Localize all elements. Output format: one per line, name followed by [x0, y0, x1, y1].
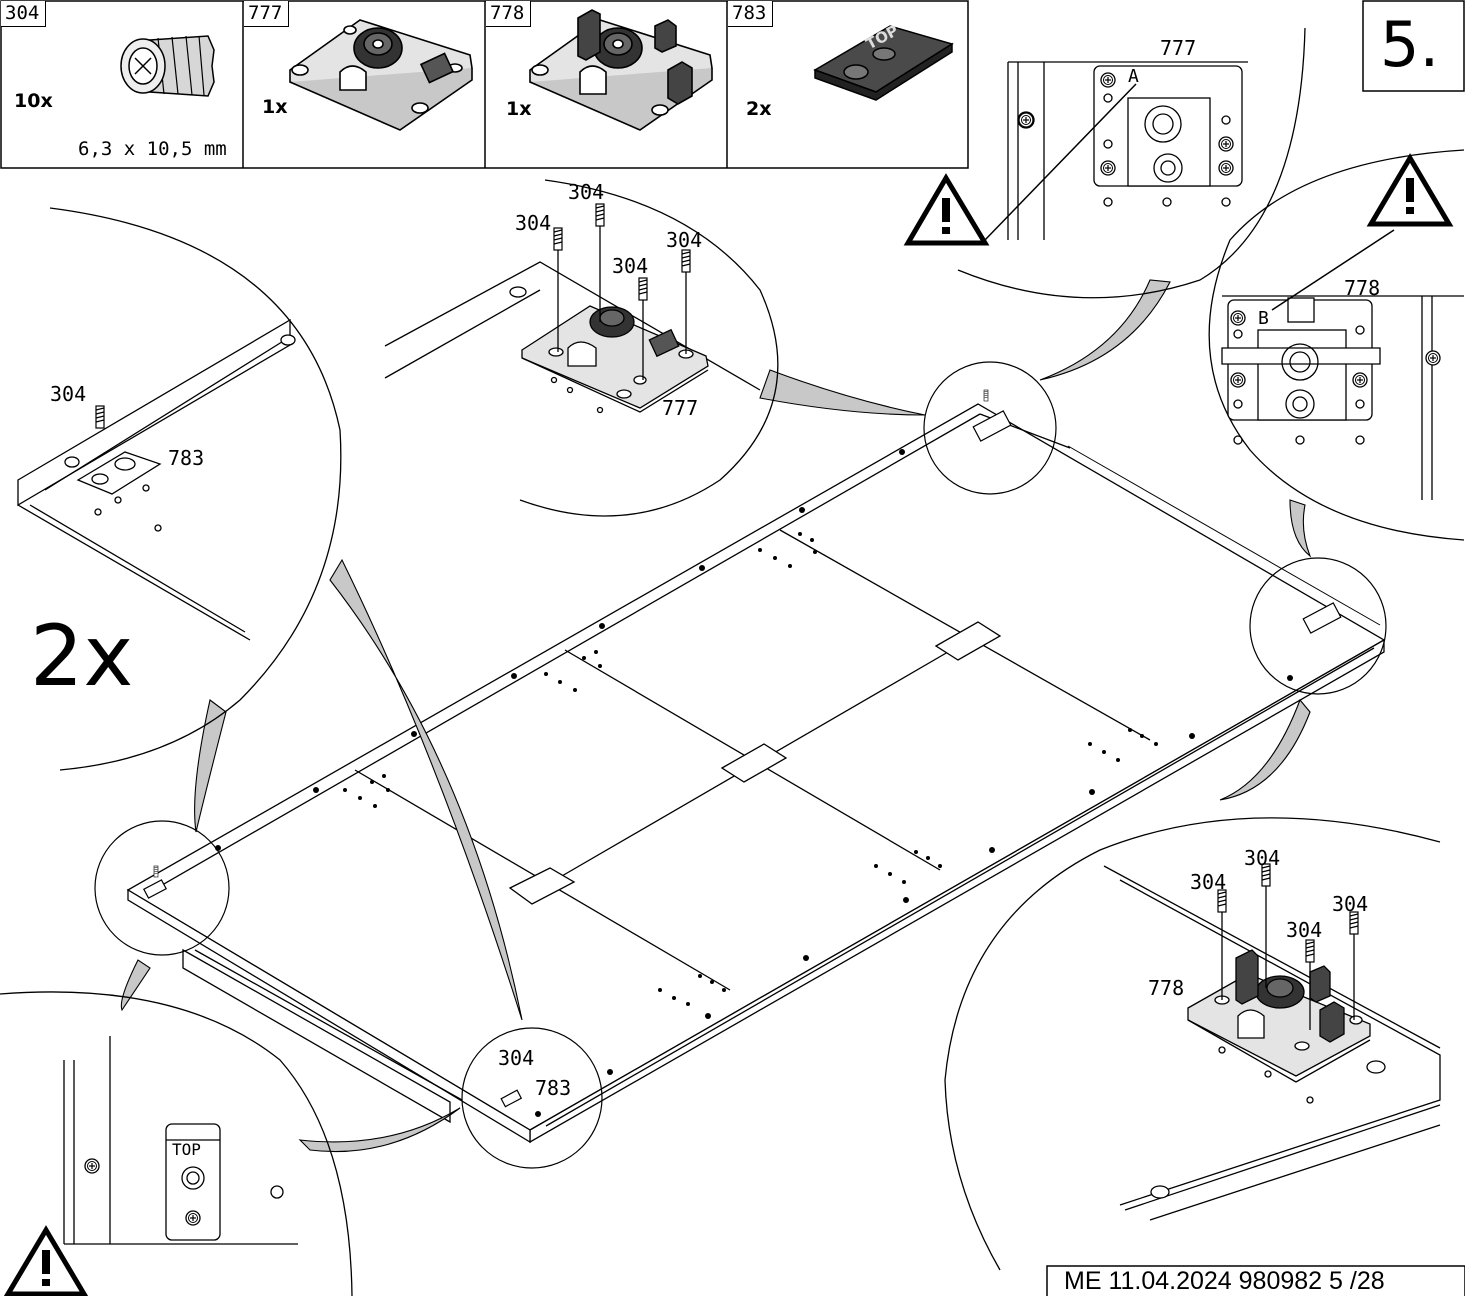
part-778-qty: 1x	[506, 98, 532, 120]
screw-777-3	[1218, 160, 1234, 176]
screw-777-2	[1100, 160, 1116, 176]
part-783-qty: 2x	[746, 98, 772, 120]
screw-778-1	[1230, 310, 1246, 326]
detail-778-topview	[1208, 149, 1465, 541]
callout-304-k: 304	[612, 254, 649, 278]
part-304-image	[120, 35, 215, 97]
insert-304-e	[681, 249, 691, 273]
part-783-image: TOP	[813, 21, 954, 101]
detail-777-corner	[384, 179, 779, 517]
main-panel	[126, 403, 1386, 1144]
footer-text: ME 11.04.2024 980982 5 /28	[1064, 1267, 1385, 1295]
detail-777-title: 777	[1160, 36, 1197, 60]
part-777-image	[289, 19, 473, 131]
detail-777-topview	[957, 27, 1306, 299]
callout-304-i: 304	[1286, 918, 1323, 942]
screw-783-1	[84, 1158, 100, 1174]
callout-778: 778	[1148, 976, 1185, 1000]
insert-small-1	[153, 865, 159, 878]
callout-304-f: 304	[498, 1046, 535, 1070]
detail-783-topview	[0, 991, 353, 1296]
detail-777-marker: A	[1128, 66, 1139, 87]
part-304-size: 6,3 x 10,5 mm	[78, 138, 227, 160]
insert-304-c	[595, 203, 605, 227]
step-number: 5.	[1380, 8, 1440, 81]
callout-304-j: 304	[1332, 892, 1369, 916]
parts-header	[0, 0, 969, 169]
callout-777: 777	[662, 396, 699, 420]
callout-304-b: 304	[568, 180, 605, 204]
detail-778-corner	[944, 817, 1441, 1271]
callout-783-f: 783	[535, 1076, 572, 1100]
callout-304-a: 304	[50, 382, 87, 406]
part-304-id: 304	[1, 1, 47, 27]
repeat-count: 2x	[30, 607, 134, 705]
callout-304-d: 304	[666, 228, 703, 252]
top-plate-text: TOP	[172, 1140, 201, 1159]
warning-triangle-icon	[903, 173, 990, 246]
warning-triangle-icon-2	[1366, 153, 1454, 227]
part-777-qty: 1x	[262, 96, 288, 118]
screw-777-4	[1218, 136, 1234, 152]
insert-304-d	[638, 277, 648, 301]
panel-holes	[215, 449, 1293, 1117]
callout-304-c: 304	[515, 211, 552, 235]
insert-304-a	[95, 405, 105, 429]
insert-304-b	[553, 227, 563, 251]
footer-box	[1046, 1265, 1465, 1296]
screw-783-2	[185, 1210, 201, 1226]
detail-778-title: 778	[1344, 276, 1381, 300]
detail-778-marker: B	[1258, 308, 1269, 329]
part-783-id: 783	[728, 1, 774, 27]
detail-markers	[94, 361, 1387, 1169]
callout-304-h: 304	[1190, 870, 1227, 894]
insert-304-i	[1305, 939, 1315, 963]
part-777-id: 777	[244, 1, 290, 27]
warning-triangle-icon-3	[3, 1225, 89, 1296]
screw-778-2	[1230, 372, 1246, 388]
part-778-image	[529, 9, 713, 131]
step-box	[1362, 0, 1465, 92]
callout-783-e: 783	[168, 446, 205, 470]
screw-777-5	[1018, 112, 1034, 128]
detail-783-corner	[17, 207, 342, 771]
screw-778-4	[1425, 350, 1441, 366]
part-304-qty: 10x	[14, 90, 53, 112]
panel-fittings	[143, 410, 1342, 1108]
part-778-id: 778	[486, 1, 532, 27]
screw-778-3	[1352, 372, 1368, 388]
screw-777-1	[1100, 72, 1116, 88]
callout-304-g: 304	[1244, 846, 1281, 870]
